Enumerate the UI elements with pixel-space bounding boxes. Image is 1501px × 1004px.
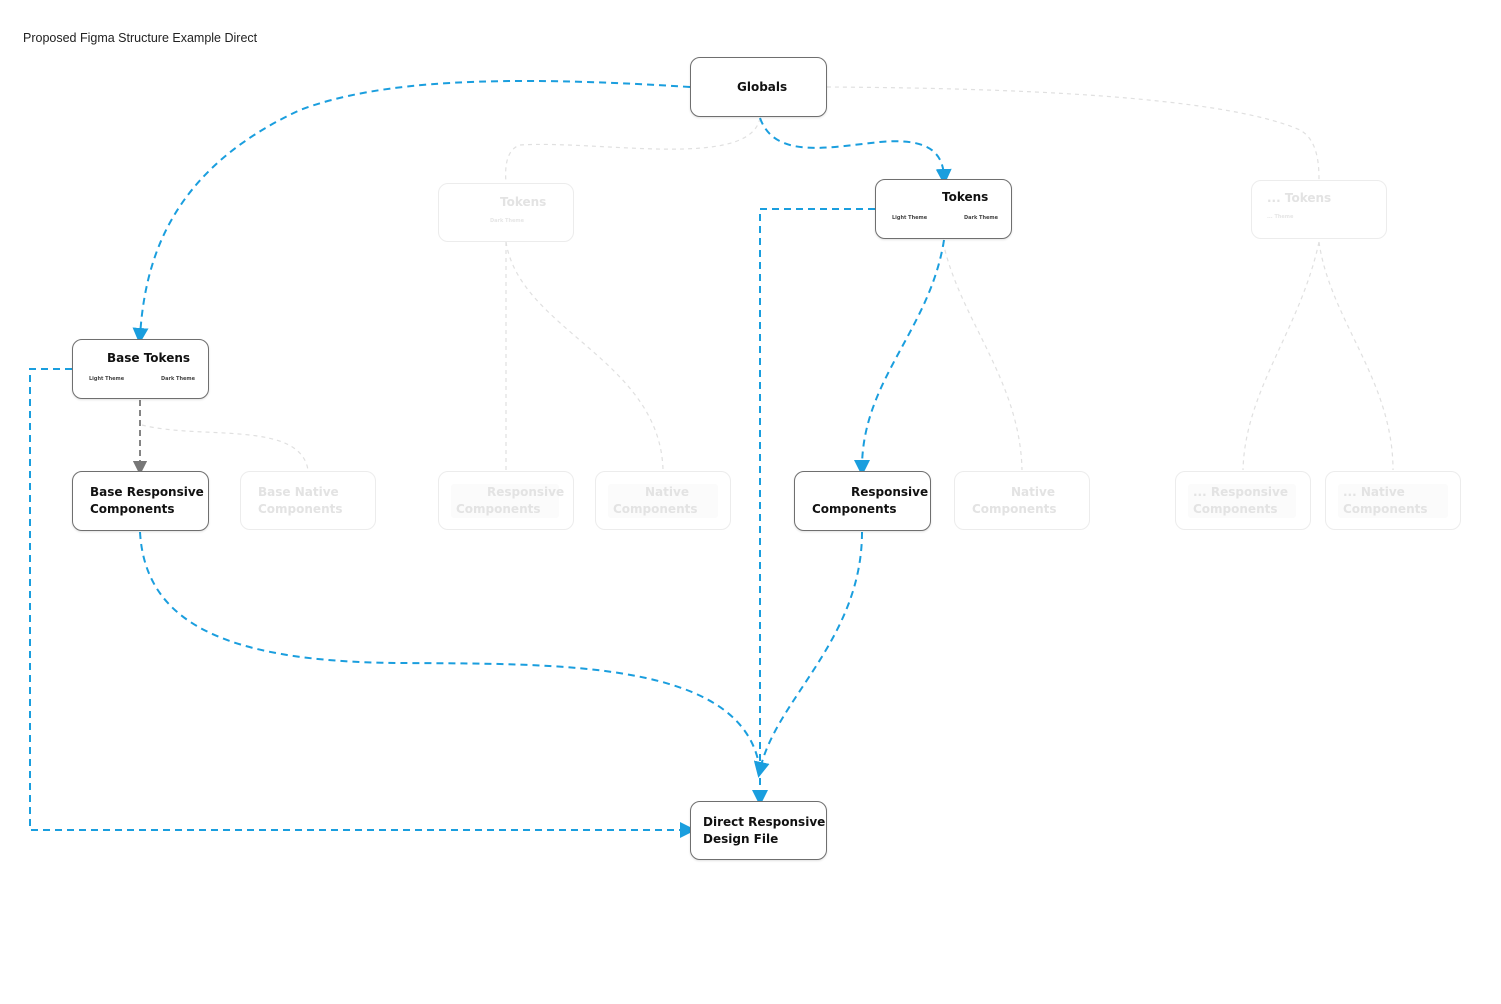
page-title: Proposed Figma Structure Example Direct: [23, 31, 258, 45]
faded-tokens-sub: Dark Theme: [490, 218, 525, 224]
faded-edge-globals-tokens-b: [826, 86, 1320, 181]
base-responsive-label-line2: Components: [90, 502, 175, 516]
faded-base-native-line2: Components: [258, 502, 343, 516]
direct-responsive-design-file-node[interactable]: Direct Responsive Design File: [690, 801, 827, 860]
faded-etc-responsive-components-node: ... Responsive Components: [1175, 471, 1311, 530]
faded-native-b-line1: Native: [1011, 485, 1055, 499]
edge-globals-to-base-tokens: [132, 79, 691, 344]
faded-etc-native-line1: ... Native: [1343, 485, 1405, 499]
faded-tokens-label: Tokens: [500, 195, 547, 209]
faded-etc-native-line2: Components: [1343, 502, 1428, 516]
faded-edge-tokens-b-native: [1318, 241, 1394, 471]
direct-file-label-line1: Direct Responsive: [703, 815, 826, 829]
base-responsive-components-node[interactable]: Base Responsive Components: [72, 471, 209, 531]
globals-node[interactable]: Globals: [690, 57, 827, 117]
faded-edge-globals-tokens-a: [505, 117, 761, 184]
faded-responsive-a-line2: Components: [456, 502, 541, 516]
faded-base-native-line1: Base Native: [258, 485, 339, 499]
faded-etc-responsive-line1: ... Responsive: [1193, 485, 1288, 499]
tokens-node[interactable]: Tokens Light Theme Dark Theme: [875, 179, 1012, 239]
tokens-light-theme: Light Theme: [892, 215, 928, 221]
faded-responsive-a-line1: Responsive: [487, 485, 565, 499]
faded-placeholder-bar: [451, 484, 559, 518]
faded-etc-tokens-node: ... Tokens ... Theme: [1251, 180, 1387, 239]
faded-responsive-components-node-a: Responsive Components: [438, 471, 574, 530]
faded-etc-tokens-sub: ... Theme: [1267, 214, 1294, 220]
edge-base-tokens-to-direct-file: [29, 368, 696, 838]
faded-edge-tokens-native: [942, 241, 1023, 471]
edge-base-responsive-to-direct-file: [139, 531, 761, 771]
edge-tokens-to-direct-file: [752, 208, 875, 806]
globals-label: Globals: [737, 80, 788, 94]
base-tokens-dark-theme: Dark Theme: [161, 376, 196, 382]
base-tokens-node[interactable]: Base Tokens Light Theme Dark Theme: [72, 339, 209, 399]
faded-etc-responsive-line2: Components: [1193, 502, 1278, 516]
faded-native-components-node-a: Native Components: [595, 471, 731, 530]
base-tokens-label: Base Tokens: [107, 351, 191, 365]
faded-placeholder-bar: [1188, 484, 1296, 518]
faded-placeholder-bar: [1338, 484, 1448, 518]
faded-edge-tokens-a-native: [505, 241, 664, 471]
edge-globals-to-tokens: [759, 117, 952, 185]
faded-base-native-components-node: Base Native Components: [240, 471, 376, 530]
faded-native-a-line2: Components: [613, 502, 698, 516]
faded-native-b-line2: Components: [972, 502, 1057, 516]
faded-etc-native-components-node: ... Native Components: [1325, 471, 1461, 530]
faded-tokens-node: Tokens Dark Theme: [438, 183, 574, 242]
faded-native-a-line1: Native: [645, 485, 689, 499]
tokens-label: Tokens: [942, 190, 989, 204]
faded-native-components-node-b: Native Components: [954, 471, 1090, 530]
edge-responsive-to-direct-file: [753, 531, 863, 778]
faded-etc-tokens-label: ... Tokens: [1267, 191, 1332, 205]
faded-placeholder-bar: [608, 484, 718, 518]
edge-tokens-to-responsive: [854, 239, 945, 476]
responsive-label-line2: Components: [812, 502, 897, 516]
responsive-components-node[interactable]: Responsive Components: [794, 471, 931, 531]
faded-edge-tokens-b-responsive: [1242, 241, 1320, 471]
faded-edge-base-native: [141, 424, 309, 471]
direct-file-label-line2: Design File: [703, 832, 779, 846]
base-tokens-light-theme: Light Theme: [89, 376, 125, 382]
base-responsive-label-line1: Base Responsive: [90, 485, 204, 499]
responsive-label-line1: Responsive: [851, 485, 929, 499]
tokens-dark-theme: Dark Theme: [964, 215, 999, 221]
